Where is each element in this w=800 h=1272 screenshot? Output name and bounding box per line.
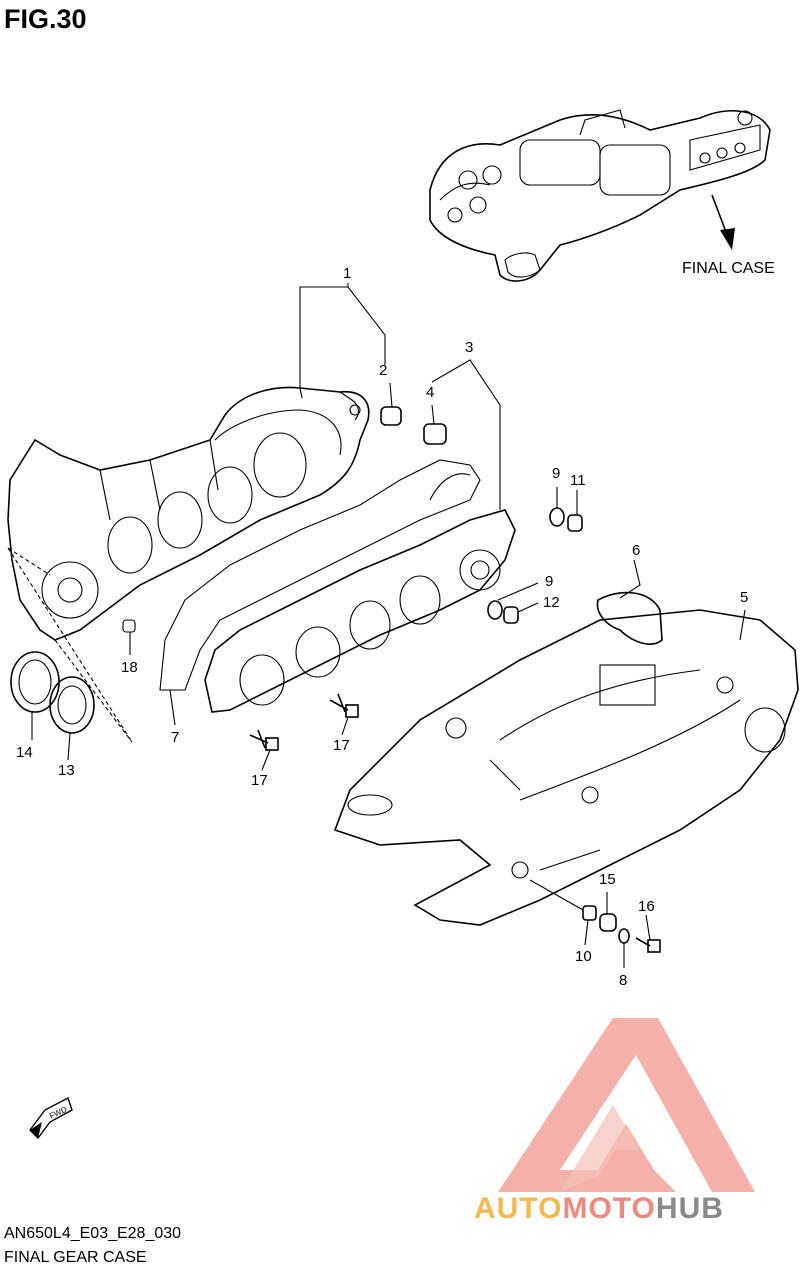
final-case-drawing: [429, 109, 771, 282]
final-case-label: FINAL CASE: [682, 260, 775, 277]
callout-15: 15: [599, 871, 616, 888]
callout-6: 6: [632, 542, 641, 559]
callout-2: 2: [379, 362, 388, 379]
callout-16: 16: [638, 898, 655, 915]
callout-3: 3: [465, 339, 474, 356]
callout-18: 18: [121, 659, 138, 676]
callout-11: 11: [570, 472, 586, 489]
brand-auto: AUTO: [474, 1192, 563, 1225]
callout-9-lower: 9: [545, 573, 554, 590]
washer-9-upper: [549, 507, 565, 527]
callout-9-upper: 9: [552, 465, 561, 482]
callout-4: 4: [426, 384, 435, 401]
brand-moto: MOTO: [562, 1192, 656, 1225]
callout-17-upper: 17: [333, 737, 350, 754]
figure-title: FIG.30: [4, 4, 87, 34]
bolt-17-upper: [329, 693, 349, 713]
callout-7: 7: [171, 729, 180, 746]
bolt-17-lower: [249, 729, 269, 749]
washer-9-lower: [487, 600, 503, 620]
leader-lines: [31, 283, 746, 968]
watermark-brand: AUTOMOTOHUB: [474, 1192, 724, 1226]
callout-12: 12: [543, 594, 560, 611]
callout-5: 5: [740, 589, 749, 606]
watermark-logo-icon: [498, 1018, 755, 1192]
bushing-12: [503, 606, 519, 624]
washer-8: [618, 928, 630, 944]
gasket-7: [159, 459, 481, 691]
fwd-arrow-icon: [29, 1096, 73, 1140]
cover-plate-drawing: [204, 473, 516, 713]
bearing-13: [49, 676, 95, 734]
bushing-11: [567, 514, 583, 532]
bushing-10: [582, 905, 597, 921]
main-case-drawing: [7, 386, 370, 641]
brand-hub: HUB: [655, 1192, 724, 1225]
callout-10: 10: [575, 948, 592, 965]
callout-17-lower: 17: [251, 772, 268, 789]
collar-15: [599, 913, 617, 932]
bushing-2: [380, 406, 402, 426]
oil-seal-14: [10, 651, 60, 713]
figure-caption: FINAL GEAR CASE: [4, 1249, 147, 1266]
plate-6: [596, 591, 663, 645]
model-code: AN650L4_E03_E28_030: [4, 1225, 182, 1242]
bushing-4: [423, 423, 447, 445]
outer-cover-5-drawing: [333, 609, 799, 926]
callout-13: 13: [58, 762, 75, 779]
callout-14: 14: [16, 744, 33, 761]
dowel-pin-18: [122, 619, 136, 633]
callout-1: 1: [343, 265, 352, 282]
callout-8: 8: [619, 972, 628, 989]
